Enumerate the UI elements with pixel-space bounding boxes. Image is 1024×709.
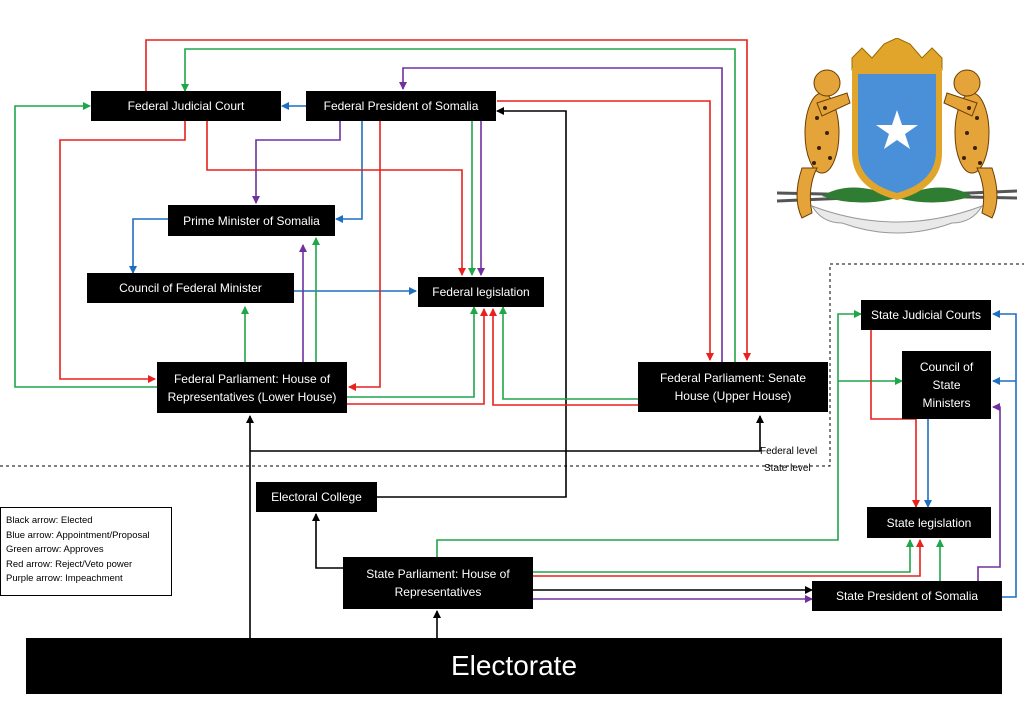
federal-president-label: Federal President of Somalia	[323, 99, 479, 113]
level-divider	[0, 263, 1024, 467]
president-to-house	[348, 121, 381, 391]
state-judicial-courts: State Judicial Courts	[861, 300, 991, 330]
purple-arrows	[252, 67, 1001, 603]
senate: Federal Parliament: Senate House (Upper …	[638, 362, 828, 412]
green-arrows	[14, 48, 944, 581]
state-parliament-to-state-legislation	[533, 539, 914, 573]
state-parliament: State Parliament: House of Representativ…	[343, 557, 533, 609]
state-legislation-label: State legislation	[886, 515, 972, 530]
legend-red: Red arrow: Reject/Veto power	[6, 558, 133, 570]
federal-judicial-court-label: Federal Judicial Court	[127, 99, 245, 113]
house-to-fed-legislation	[347, 306, 478, 398]
house-of-representatives: Federal Parliament: House of Representat…	[157, 362, 347, 413]
state-president-to-state-judicial	[992, 310, 1017, 598]
state-president: State President of Somalia	[812, 581, 1002, 611]
council-of-federal-minister-label: Council of Federal Minister	[119, 281, 262, 295]
blue-arrows	[129, 102, 1017, 598]
senate-to-fed-legislation	[499, 306, 638, 400]
electoral-college-to-president	[377, 107, 567, 498]
somalia-coat-of-arms	[776, 38, 1018, 234]
senate-to-president	[399, 67, 723, 362]
state-judicial-to-state-legislation	[870, 330, 920, 508]
council-of-federal-minister: Council of Federal Minister	[87, 273, 294, 303]
state-level-label: State level	[764, 463, 811, 474]
left-leopard	[796, 69, 851, 219]
prime-minister: Prime Minister of Somalia	[168, 205, 335, 236]
right-leopard	[943, 69, 998, 219]
star	[876, 110, 918, 149]
electoral-college-label: Electoral College	[271, 490, 362, 504]
senate-label-line-1: Federal Parliament: Senate	[659, 371, 807, 385]
president-to-pm	[335, 121, 363, 223]
state-judicial-courts-label: State Judicial Courts	[870, 308, 982, 322]
state-president-label: State President of Somalia	[835, 589, 979, 603]
state-president-to-state-council-impeach	[977, 403, 1001, 581]
electorate-to-senate	[250, 415, 764, 452]
legend-black: Black arrow: Elected	[6, 515, 93, 526]
senate-to-judicial	[181, 48, 736, 362]
judicial-to-fed-legislation	[206, 121, 466, 276]
state-parliament-to-electoral-college	[312, 513, 343, 569]
state-legislation: State legislation	[867, 507, 991, 538]
federal-legislation-label: Federal legislation	[432, 285, 530, 299]
state-parliament-line-2: Representatives	[394, 585, 482, 599]
legend-green: Green arrow: Approves	[6, 544, 104, 555]
president-to-senate	[497, 100, 714, 361]
state-council-line-2: State	[932, 378, 961, 392]
state-parliament-to-state-legislation-veto	[533, 539, 924, 577]
state-council-line-1: Council of	[919, 360, 974, 374]
electorate: Electorate	[26, 638, 1002, 694]
state-parliament-to-state-judicial	[436, 310, 862, 557]
federal-legislation: Federal legislation	[418, 277, 544, 307]
house-label-line-1: Federal Parliament: House of	[173, 371, 331, 386]
federal-judicial-court: Federal Judicial Court	[91, 91, 281, 121]
senate-label-line-2: House (Upper House)	[674, 389, 792, 403]
legend: Black arrow: Elected Blue arrow: Appoint…	[0, 507, 172, 596]
electoral-college: Electoral College	[256, 482, 377, 512]
electorate-label: Electorate	[450, 650, 578, 681]
pm-to-council	[129, 218, 168, 274]
house-to-fed-legislation-veto	[347, 308, 488, 405]
house-to-judicial	[14, 102, 157, 388]
black-arrows	[246, 107, 813, 638]
senate-to-fed-legislation-veto	[489, 308, 638, 406]
judicial-to-house	[59, 121, 186, 383]
federal-president: Federal President of Somalia	[306, 91, 496, 121]
president-to-pm-impeach	[252, 121, 341, 204]
house-label-line-2: Representatives (Lower House)	[167, 389, 337, 404]
council-of-state-ministers: Council of State Ministers	[902, 351, 991, 419]
crown	[851, 38, 943, 71]
state-council-line-3: Ministers	[922, 396, 971, 410]
prime-minister-label: Prime Minister of Somalia	[183, 213, 320, 228]
state-parliament-line-1: State Parliament: House of	[366, 567, 510, 581]
legend-blue: Blue arrow: Appointment/Proposal	[6, 529, 150, 541]
legend-purple: Purple arrow: Impeachment	[6, 573, 123, 584]
judicial-to-senate	[145, 39, 751, 361]
red-arrows	[59, 39, 924, 577]
federal-level-label: Federal level	[760, 446, 818, 457]
